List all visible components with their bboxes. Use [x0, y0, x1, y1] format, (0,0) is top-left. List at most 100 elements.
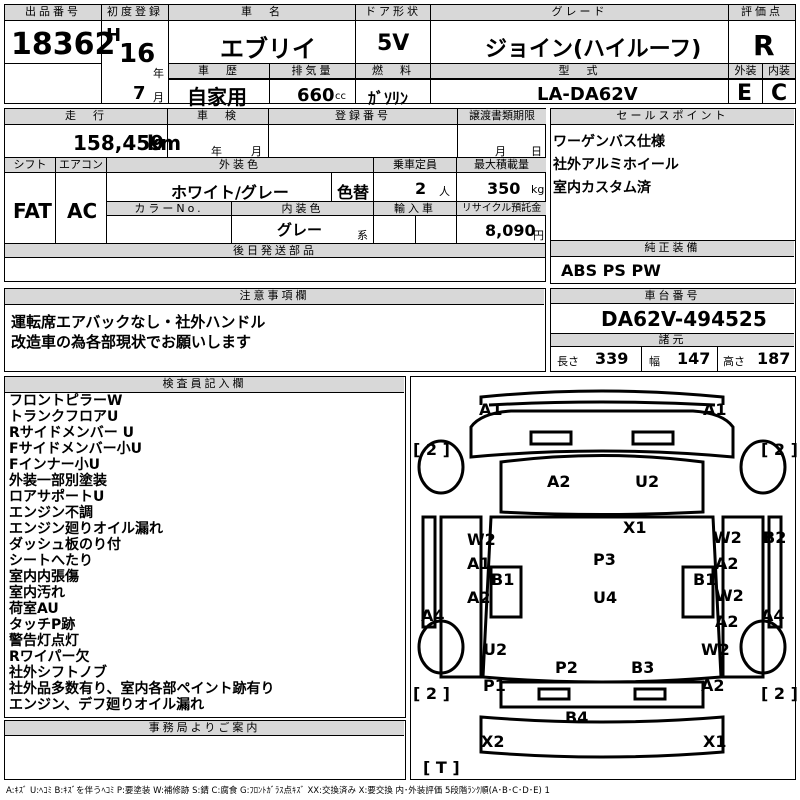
mark-a2-right-3: A2 [701, 676, 725, 695]
mark-a4-right: A4 [761, 606, 785, 625]
inspection-label: 車 検 [168, 109, 268, 125]
inspector-line: ロアサポートU [9, 489, 105, 505]
capacity: 2 [415, 179, 427, 198]
displacement: 660 [297, 85, 335, 106]
specs-block: 走 行 158,459 km 車 検 年 月 登録番号 譲渡書類期限 月 日 シ… [4, 108, 546, 282]
equipment-block: 純正装備 ABS PS PW [550, 240, 796, 284]
score-label: 評価点 [729, 5, 795, 21]
later-parts-label: 後日発送部品 [5, 244, 545, 258]
mark-x1-bottom: X1 [703, 732, 726, 751]
inspector-line: 荷室AU [9, 601, 59, 617]
mark-a1-mid: A1 [467, 554, 491, 573]
car-name-label: 車 名 [169, 5, 355, 21]
mark-a2-right: A2 [715, 554, 739, 573]
inspector-line: Rサイドメンバー U [9, 425, 135, 441]
history-label: 車 歴 [169, 64, 269, 79]
mark-b1-left: B1 [491, 570, 514, 589]
sales-point-1: ワーゲンバス仕様 [553, 134, 665, 150]
shift: FAT [13, 199, 52, 223]
mark-p3: P3 [593, 550, 616, 569]
int-label: 内装 [763, 64, 795, 79]
inspector-line: 警告灯点灯 [9, 633, 79, 649]
mark-a4-left: A4 [421, 606, 445, 625]
sales-points-label: セールスポイント [551, 109, 794, 125]
inspector-line: タッチP跡 [9, 617, 76, 633]
sales-point-3: 室内カスタム済 [553, 180, 651, 196]
capacity-label: 乗車定員 [374, 158, 456, 173]
shift-label: シフト [5, 158, 55, 173]
inspector-line: エンジン、デフ廻りオイル漏れ [9, 697, 205, 713]
office-block: 事務局よりご案内 [4, 720, 406, 780]
mark-u4: U4 [593, 588, 617, 607]
dims-label: 諸元 [551, 334, 794, 347]
chassis-block: 車台番号 DA62V-494525 諸元 長さ 339 幅 147 高さ 187 [550, 288, 796, 372]
inspector-line: 室内汚れ [9, 585, 65, 601]
max-load-unit: kg [531, 183, 545, 196]
inspector-line: 外装一部別塗装 [9, 473, 107, 489]
mark-w2-right-2: W2 [715, 586, 744, 605]
ac: AC [67, 199, 98, 223]
int-color-suffix: 系 [357, 229, 368, 242]
mark-w2-left: W2 [467, 530, 496, 549]
mark-b4: B4 [565, 708, 588, 727]
mark-b2-right: B2 [763, 528, 786, 547]
mileage-label: 走 行 [5, 109, 167, 125]
mark-x2: X2 [481, 732, 504, 751]
reg-year: 16 [119, 39, 156, 69]
year-unit: 年 [153, 67, 164, 80]
displacement-label: 排気量 [270, 64, 355, 79]
ac-label: エアコン [56, 158, 106, 173]
inspector-line: 室内内張傷 [9, 569, 79, 585]
max-load-label: 最大積載量 [457, 158, 546, 173]
car-diagram-svg: A1 A1 [ 2 ] [ 2 ] A2 U2 X1 W2 A1 B1 A2 A… [413, 389, 798, 777]
length: 339 [595, 349, 629, 368]
mark-w2-right-3: W2 [701, 640, 730, 659]
equipment-value: ABS PS PW [561, 261, 661, 280]
legend: A:ｷｽﾞ U:ﾍｺﾐ B:ｷｽﾞを伴うﾍｺﾐ P:要塗装 W:補修跡 S:錆 … [6, 786, 550, 796]
inspector-line: Fインナー小U [9, 457, 100, 473]
model: LA-DA62V [537, 84, 638, 105]
inspector-line: Fサイドメンバー小U [9, 441, 142, 457]
sales-points-block: セールスポイント ワーゲンバス仕様 社外アルミホイール 室内カスタム済 [550, 108, 796, 256]
mark-a2-roof: A2 [547, 472, 571, 491]
mark-2-left-bottom: [ 2 ] [413, 684, 450, 703]
mark-a2-left: A2 [467, 588, 491, 607]
model-label: 型 式 [431, 64, 728, 79]
history: 自家用 [187, 85, 247, 109]
inspector-line: Rワイパー欠 [9, 649, 90, 665]
inspector-line: 社外品多数有り、室内各部ペイント跡有り [9, 681, 275, 697]
inspector-line: シートへたり [9, 553, 93, 569]
mark-b3: B3 [631, 658, 654, 677]
notes-label: 注意事項欄 [5, 289, 544, 305]
color-no-label: カラーNo. [107, 202, 231, 216]
mark-w2-right: W2 [713, 528, 742, 547]
int-color-label: 内装色 [232, 202, 373, 216]
max-load: 350 [487, 179, 521, 198]
fuel-label: 燃 料 [356, 64, 430, 79]
grade-label: グレード [431, 5, 728, 21]
mark-u2-roof: U2 [635, 472, 659, 491]
lot-no: 18362 [11, 27, 116, 62]
car-name: エブリイ [220, 35, 316, 63]
notes-block: 注意事項欄 運転席エアバックなし・社外ハンドル 改造車の為各部現状でお願いします [4, 288, 546, 372]
insp-year-unit: 年 [211, 145, 222, 158]
mark-2-right-top: [ 2 ] [761, 440, 798, 459]
recycle-label: リサイクル預託金 [457, 202, 546, 216]
mark-u2-left: U2 [483, 640, 507, 659]
height-label: 高さ [723, 355, 745, 368]
mileage-unit: km [147, 131, 182, 155]
inspector-line: トランクフロアU [9, 409, 119, 425]
chassis-label: 車台番号 [551, 289, 794, 304]
reg-month: 7 [133, 83, 146, 104]
grade: ジョイン(ハイルーフ) [485, 37, 702, 62]
mark-p2: P2 [555, 658, 578, 677]
mark-a2-right-2: A2 [715, 612, 739, 631]
reg-no-label: 登録番号 [269, 109, 457, 125]
ext-color: ホワイト/グレー [171, 183, 289, 202]
capacity-unit: 人 [439, 185, 450, 198]
length-label: 長さ [557, 355, 579, 368]
equipment-label: 純正装備 [551, 241, 794, 257]
inspector-line: エンジン不調 [9, 505, 93, 521]
